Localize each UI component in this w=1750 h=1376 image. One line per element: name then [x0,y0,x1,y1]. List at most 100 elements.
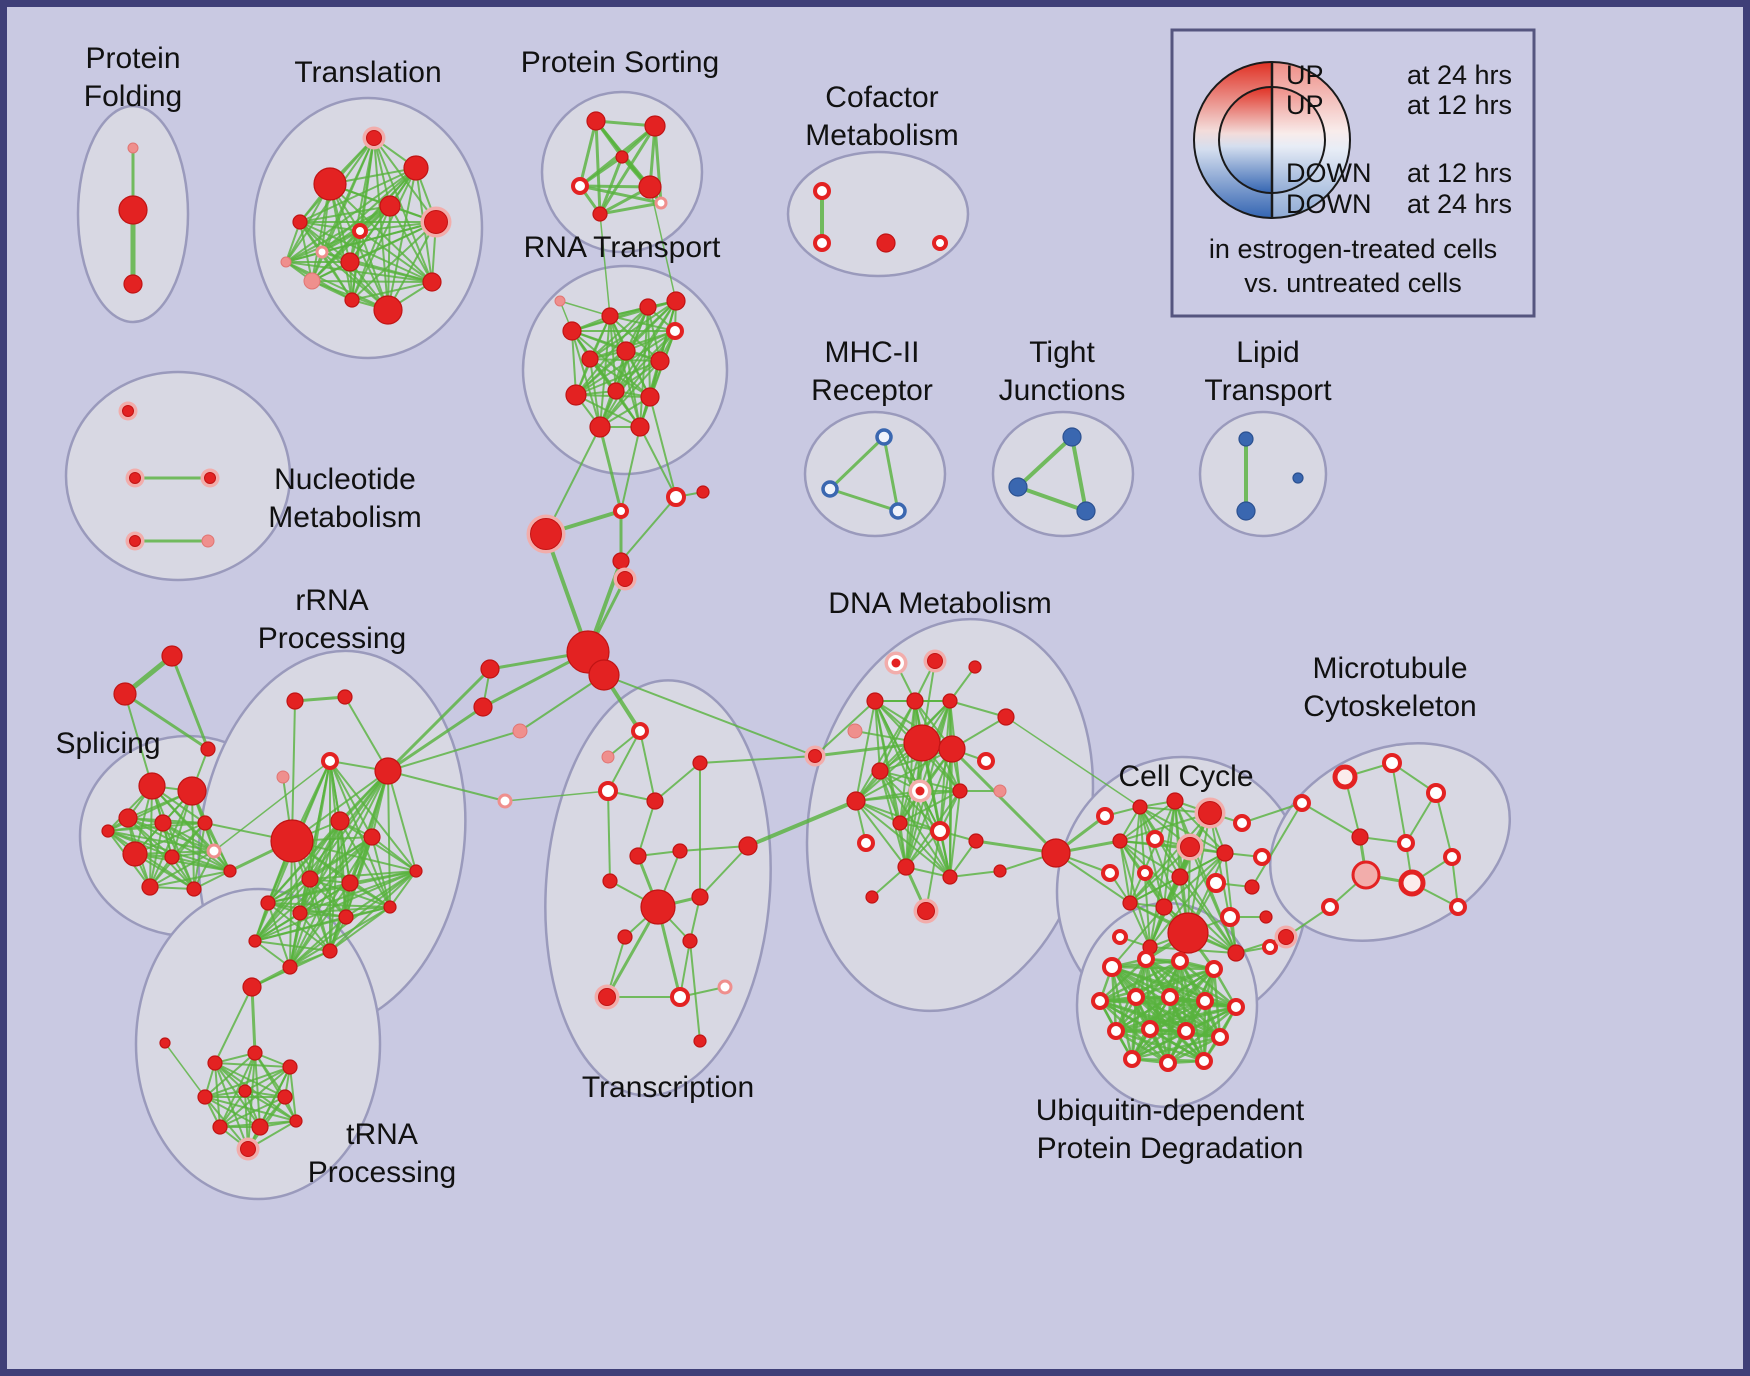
node-cf4 [932,235,948,251]
edge-cc4-cc6 [1119,812,1211,842]
node-cc4 [1198,801,1222,825]
edge-tn4-tn9 [204,1096,297,1122]
node-sp2 [177,776,207,806]
edge-cc15-mt4 [1251,802,1303,888]
cluster-protein-sorting [540,90,704,254]
edge-tc10-conn1 [699,845,749,898]
node-rr5 [276,770,290,784]
edge-tn11-tn4 [164,1042,206,1098]
node-ub9 [1227,998,1245,1016]
node-sp11 [223,864,237,878]
edge-tr6-tr13 [299,221,351,263]
edge-cc9-cc22 [1149,852,1226,948]
node-cc5 [1233,814,1251,832]
node-tc10 [691,888,709,906]
node-rt2 [601,307,619,325]
edge-dm16-dm21 [855,800,907,868]
edge-rt10-ch1 [649,396,677,498]
edge-ub2-ub5 [1098,957,1148,1003]
node-rt3 [639,298,657,316]
edge-cc6-cc13 [1119,840,1181,878]
node-rt14 [554,295,566,307]
node-ps7 [615,150,629,164]
node-ub1 [1102,957,1122,977]
node-ps3 [571,177,589,195]
legend-down12-time: at 12 hrs [1407,158,1512,188]
node-mt4 [1293,794,1311,812]
edge-ub4-ub6 [1134,967,1216,999]
edge-rr14-rr15 [267,902,331,952]
node-tc8 [602,873,618,889]
node-dm7 [997,708,1015,726]
edge-tn2-tn9 [254,1052,297,1122]
node-tn4 [197,1089,213,1105]
node-ps1 [586,111,606,131]
edge-dm12-dm22 [879,770,951,878]
node-rt8 [565,384,587,406]
node-mid1 [480,659,500,679]
edge-tn3-tn5 [244,1066,291,1092]
edge-pn1-dm4 [814,700,876,757]
edge-tn2-tn8 [254,1052,261,1128]
edge-mid4-rr3 [387,770,506,802]
node-dm18 [930,821,950,841]
edge-rt12-ch1 [639,426,677,498]
edge-ub13-ub14 [1130,1035,1222,1061]
node-rr10 [341,874,359,892]
edge-sp10-sp12 [107,830,195,890]
node-spt1 [113,682,137,706]
node-tc14 [670,987,690,1007]
edge-rr11-rr18 [299,870,417,914]
edge-rr3-rr13 [387,770,391,908]
node-cc9 [1216,844,1234,862]
edge-ub12-ub14 [1130,1029,1188,1061]
edge-cc9-cc17 [1163,852,1226,908]
node-cc15 [1244,879,1260,895]
edge-rr8-rr18 [371,836,417,872]
node-tc1 [631,722,649,740]
edge-rt4-rt8 [575,330,676,396]
edge-mt3-mt9 [1435,792,1453,858]
edge-rr11-rr17 [254,912,301,942]
node-rr13 [383,900,397,914]
edge-tc3-tc6 [637,800,656,857]
edge-cc2-cc9 [1139,806,1226,854]
node-tc15 [717,979,733,995]
node-cf3 [876,233,896,253]
edge-conn1-dm16 [746,799,858,848]
edge-tc1-tc3 [639,730,656,802]
edge-dm10-dm16 [855,748,953,802]
node-sp7 [164,849,180,865]
label-protein-sorting: Protein Sorting [521,46,719,79]
edge-dm5-dm16 [855,700,916,802]
edge-ub13-ub15 [1166,1035,1222,1065]
edge-ps5-ps6 [598,201,663,216]
edge-spt1-sp1 [124,693,153,787]
legend-down24-time: at 24 hrs [1407,189,1512,219]
edge-ub3-ub5 [1098,959,1182,1003]
node-tc2 [598,781,618,801]
node-spt2 [161,645,183,667]
node-dm12 [871,762,889,780]
node-cc17 [1155,898,1173,916]
node-ps2 [644,115,666,137]
edge-tn6-tn7 [219,1096,286,1128]
node-tc5 [601,750,615,764]
node-sp3 [118,808,138,828]
node-tr4 [379,195,401,217]
node-tc3 [646,792,664,810]
edge-ub8-ub11 [1148,999,1207,1031]
node-tr2 [366,130,382,146]
edge-mid4-tc2 [504,790,609,802]
node-dm13 [915,786,925,796]
edge-mh1-mh2 [828,435,886,491]
node-tc9 [640,889,676,925]
cluster-microtubule-cytoskeleton [1268,742,1512,942]
node-ps4 [638,175,662,199]
node-ub15 [1159,1054,1177,1072]
node-dm16 [846,791,866,811]
edge-rr15-rr18 [329,870,417,952]
edge-tr7-tr13 [299,221,313,282]
